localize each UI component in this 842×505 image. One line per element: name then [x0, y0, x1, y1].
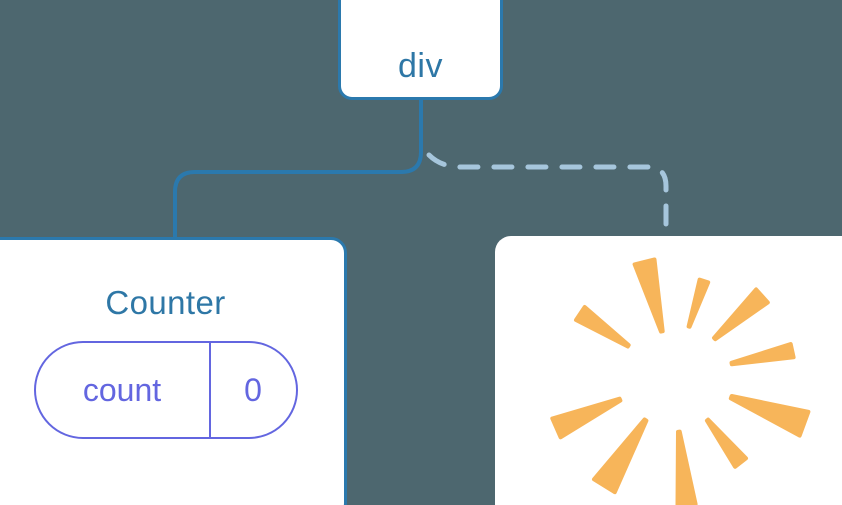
edge-div-to-counter [173, 98, 423, 242]
burst-ray-7 [675, 429, 698, 505]
burst-ray-4 [729, 342, 796, 367]
node-counter-label: Counter [105, 284, 226, 321]
node-burst[interactable] [495, 236, 842, 505]
prop-value: 0 [244, 372, 262, 408]
burst-ray-8 [592, 417, 649, 495]
burst-ray-10 [574, 305, 631, 349]
prop-pill-count[interactable]: count 0 [33, 341, 298, 439]
burst-icon [550, 257, 811, 505]
prop-key: count [82, 372, 162, 408]
edge-div-to-burst [426, 152, 669, 243]
node-div[interactable]: div [338, 0, 503, 100]
burst-ray-9 [550, 396, 623, 440]
burst-ray-5 [728, 394, 811, 438]
node-div-label: div [398, 47, 443, 85]
burst-ray-6 [704, 417, 748, 469]
prop-divider [208, 343, 211, 437]
node-counter[interactable]: Counter count 0 [0, 237, 347, 505]
burst-ray-3 [712, 287, 770, 342]
burst-ray-2 [686, 277, 711, 329]
burst-ray-1 [632, 257, 665, 334]
